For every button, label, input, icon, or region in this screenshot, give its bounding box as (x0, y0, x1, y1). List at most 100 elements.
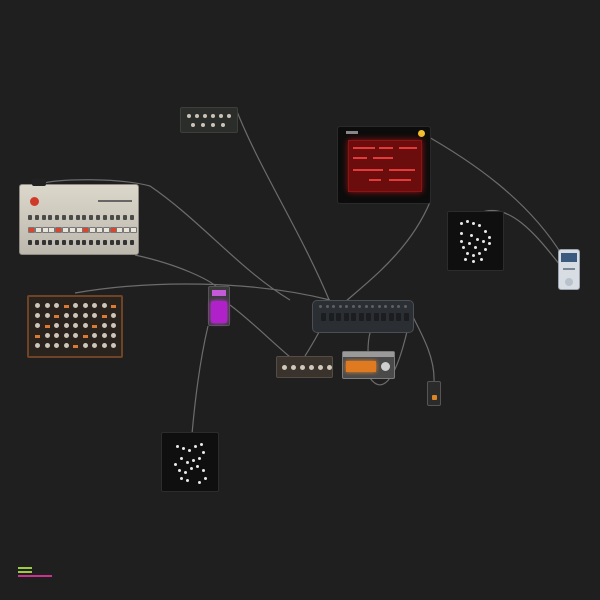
drum-machine-device[interactable] (19, 179, 139, 255)
step-pad[interactable] (116, 227, 124, 233)
knob[interactable] (309, 365, 314, 370)
knob[interactable] (187, 114, 191, 118)
step-pad[interactable] (28, 227, 35, 233)
knob[interactable] (44, 333, 50, 338)
drum-button[interactable] (89, 240, 94, 245)
knob[interactable] (73, 333, 78, 338)
step-pad[interactable] (96, 227, 103, 233)
step-pad[interactable] (130, 227, 137, 233)
hub-port[interactable] (366, 313, 371, 321)
knob[interactable] (381, 362, 390, 371)
step-pad[interactable] (68, 227, 76, 233)
knob[interactable] (92, 303, 97, 308)
knob[interactable] (82, 323, 88, 328)
knob[interactable] (211, 123, 215, 127)
hub-port[interactable] (321, 313, 326, 321)
knob[interactable] (282, 365, 287, 370)
knob[interactable] (111, 313, 116, 318)
hub-port[interactable] (336, 313, 341, 321)
knob[interactable] (63, 333, 69, 338)
knob[interactable] (73, 303, 78, 308)
drum-button[interactable] (41, 215, 46, 220)
drum-button[interactable] (96, 215, 100, 220)
knob[interactable] (44, 303, 50, 308)
step-pad[interactable] (62, 227, 69, 233)
knob[interactable] (92, 343, 97, 348)
knob[interactable] (111, 323, 116, 328)
drum-button[interactable] (102, 215, 107, 220)
blue-pedal-device[interactable] (558, 249, 580, 290)
display-module-device[interactable] (342, 351, 395, 379)
knob[interactable] (73, 313, 78, 318)
drum-button[interactable] (102, 240, 107, 245)
drum-button[interactable] (82, 215, 87, 220)
knob[interactable] (300, 365, 305, 370)
step-pad[interactable] (109, 227, 117, 233)
drum-button[interactable] (62, 240, 66, 245)
knob[interactable] (101, 333, 107, 338)
knob[interactable] (191, 123, 195, 127)
knob[interactable] (111, 333, 116, 338)
step-pad[interactable] (34, 227, 42, 233)
drum-button[interactable] (123, 215, 128, 220)
knob[interactable] (44, 343, 50, 348)
hub-device[interactable] (312, 300, 414, 333)
knob[interactable] (101, 323, 107, 328)
hub-port[interactable] (403, 313, 409, 321)
knob[interactable] (63, 343, 69, 348)
drum-button[interactable] (109, 215, 114, 220)
knob[interactable] (195, 114, 199, 118)
drum-button[interactable] (34, 215, 39, 220)
led-grid-device[interactable] (161, 432, 219, 492)
drum-button[interactable] (116, 215, 121, 220)
step-pad[interactable] (89, 227, 97, 233)
knob[interactable] (63, 323, 69, 328)
knob[interactable] (54, 323, 59, 328)
drum-button[interactable] (96, 240, 100, 245)
drum-button[interactable] (109, 240, 114, 245)
knob[interactable] (101, 343, 107, 348)
hub-port[interactable] (381, 313, 386, 321)
drum-button[interactable] (89, 215, 94, 220)
step-pad[interactable] (75, 227, 83, 233)
hub-port[interactable] (373, 313, 379, 321)
hub-port[interactable] (396, 313, 401, 321)
step-pad[interactable] (123, 227, 131, 233)
knob[interactable] (54, 343, 59, 348)
hub-port[interactable] (351, 313, 356, 321)
knob[interactable] (73, 323, 78, 328)
drum-button[interactable] (34, 240, 39, 245)
drum-button[interactable] (75, 215, 80, 220)
knob[interactable] (35, 343, 40, 348)
drum-button[interactable] (41, 240, 46, 245)
knob[interactable] (35, 323, 40, 328)
mixer-device[interactable] (180, 107, 238, 133)
knob[interactable] (92, 333, 97, 338)
knob[interactable] (92, 313, 97, 318)
step-pad[interactable] (41, 227, 49, 233)
knob[interactable] (54, 303, 59, 308)
knob[interactable] (44, 313, 50, 318)
led-grid-device[interactable] (447, 211, 504, 271)
drum-button[interactable] (48, 215, 53, 220)
drum-button[interactable] (116, 240, 121, 245)
knob[interactable] (35, 303, 40, 308)
knob-module-device[interactable] (276, 356, 333, 378)
step-pad[interactable] (82, 227, 90, 233)
knob[interactable] (101, 303, 107, 308)
drum-button[interactable] (48, 240, 53, 245)
knob[interactable] (221, 123, 225, 127)
step-pad[interactable] (102, 227, 110, 233)
knob[interactable] (219, 114, 223, 118)
knob[interactable] (63, 313, 69, 318)
knob[interactable] (227, 114, 231, 118)
knob[interactable] (211, 114, 215, 118)
drum-button[interactable] (123, 240, 128, 245)
hub-port[interactable] (388, 313, 394, 321)
sequencer-device[interactable] (27, 295, 123, 358)
knob[interactable] (203, 114, 207, 118)
knob[interactable] (291, 365, 296, 370)
knob[interactable] (82, 313, 88, 318)
step-pad[interactable] (55, 227, 63, 233)
